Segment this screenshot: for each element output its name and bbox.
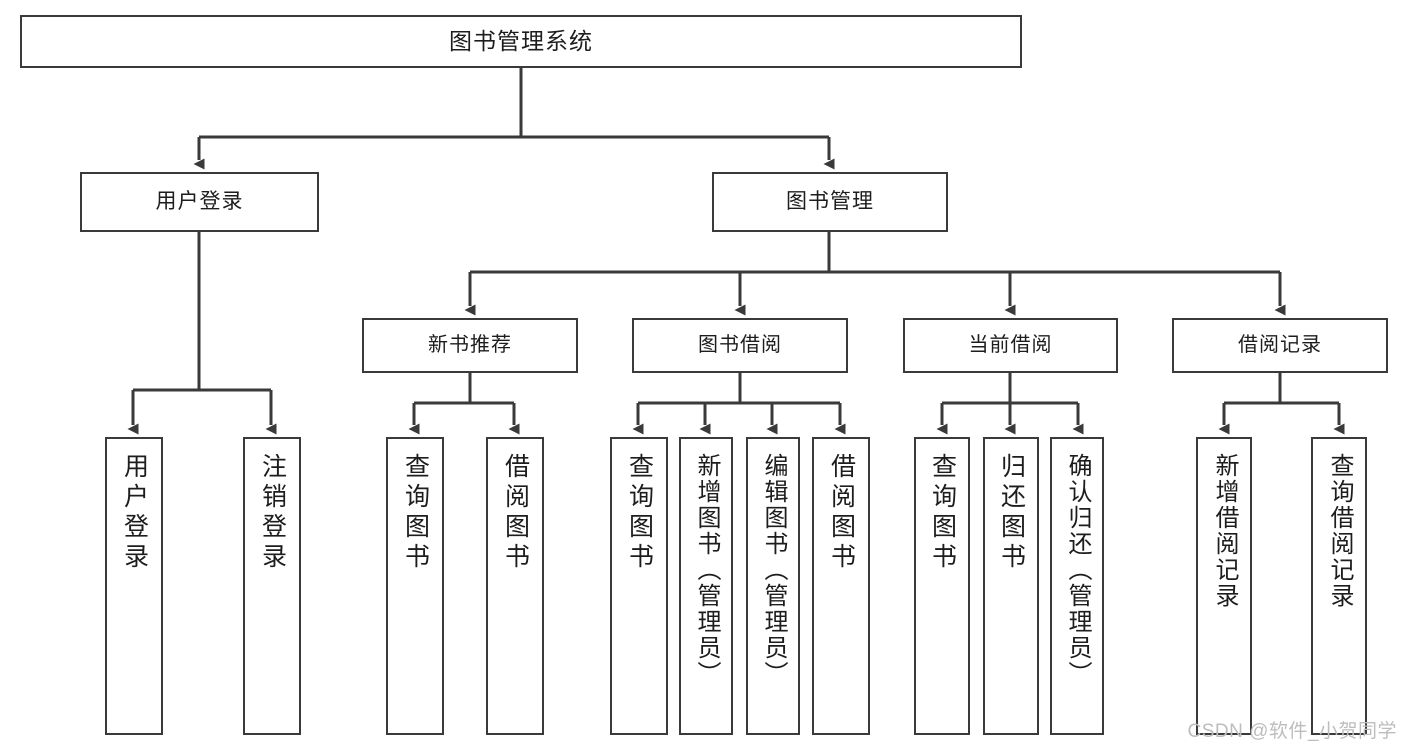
node-label: 新书推荐 — [428, 333, 512, 356]
csdn-watermark: CSDN @软件_小贺同学 — [1187, 721, 1397, 742]
node-book-management[interactable]: 图书管理 — [712, 172, 948, 232]
node-label: 注销登录 — [258, 453, 287, 573]
node-label: 查询借阅记录 — [1326, 453, 1353, 609]
node-label: 用户登录 — [120, 453, 149, 573]
node-label: 借阅记录 — [1238, 333, 1322, 356]
leaf-query-books-new[interactable]: 查询图书 — [386, 437, 444, 735]
node-root-book-management-system[interactable]: 图书管理系统 — [20, 15, 1022, 68]
leaf-query-books-borrow[interactable]: 查询图书 — [610, 437, 668, 735]
node-label: 借阅图书 — [501, 453, 530, 573]
node-label: 编辑图书（管理员） — [760, 453, 787, 687]
node-new-book-recommendation[interactable]: 新书推荐 — [362, 318, 578, 373]
leaf-add-borrow-record[interactable]: 新增借阅记录 — [1196, 437, 1252, 735]
node-user-login[interactable]: 用户登录 — [80, 172, 319, 232]
leaf-edit-book-admin[interactable]: 编辑图书（管理员） — [746, 437, 800, 735]
node-label: 归还图书 — [997, 453, 1026, 573]
leaf-confirm-return-admin[interactable]: 确认归还（管理员） — [1050, 437, 1104, 735]
node-label: 查询图书 — [401, 453, 430, 573]
leaf-query-books-current[interactable]: 查询图书 — [914, 437, 970, 735]
leaf-return-books[interactable]: 归还图书 — [983, 437, 1039, 735]
leaf-user-login[interactable]: 用户登录 — [105, 437, 163, 735]
leaf-borrow-books[interactable]: 借阅图书 — [812, 437, 870, 735]
node-label: 新增图书（管理员） — [693, 453, 720, 687]
node-label: 图书借阅 — [698, 333, 782, 356]
node-label: 用户登录 — [155, 189, 244, 213]
node-label: 图书管理 — [786, 189, 874, 213]
node-current-borrowing[interactable]: 当前借阅 — [903, 318, 1118, 373]
node-label: 查询图书 — [625, 453, 654, 573]
node-label: 新增借阅记录 — [1211, 453, 1238, 609]
leaf-add-book-admin[interactable]: 新增图书（管理员） — [679, 437, 733, 735]
node-label: 借阅图书 — [827, 453, 856, 573]
leaf-query-borrow-record[interactable]: 查询借阅记录 — [1311, 437, 1367, 735]
node-label: 当前借阅 — [968, 333, 1053, 356]
node-book-borrowing[interactable]: 图书借阅 — [632, 318, 848, 373]
node-label: 查询图书 — [928, 453, 957, 573]
node-label: 图书管理系统 — [449, 27, 593, 54]
leaf-borrow-books-new[interactable]: 借阅图书 — [486, 437, 544, 735]
leaf-logout[interactable]: 注销登录 — [243, 437, 301, 735]
node-label: 确认归还（管理员） — [1064, 453, 1091, 687]
node-borrow-records[interactable]: 借阅记录 — [1172, 318, 1388, 373]
